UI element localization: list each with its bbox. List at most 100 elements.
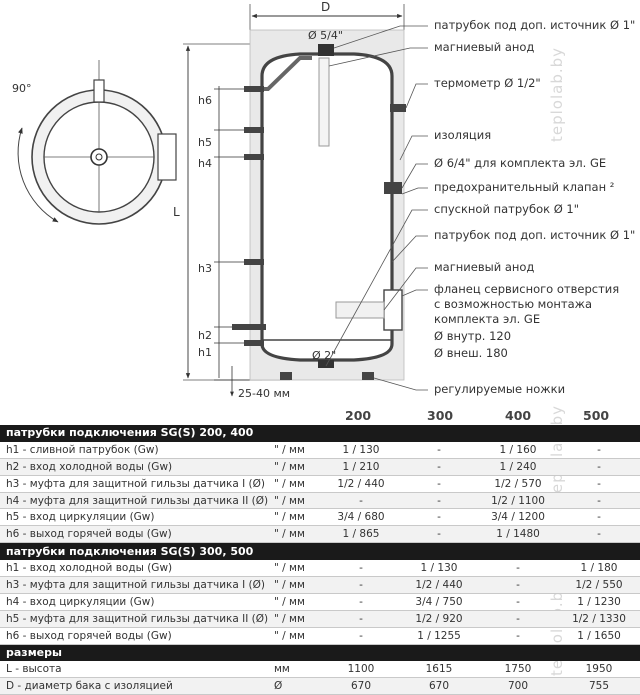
callout-flange-line2: с возможностью монтажа xyxy=(434,297,593,311)
top-nozzle xyxy=(318,44,334,56)
row-value: - xyxy=(478,559,558,578)
row-value: 1/2 / 440 xyxy=(322,475,400,493)
bottom-nozzle xyxy=(318,360,334,368)
table-row: h3 - муфта для защитной гильзы датчика I… xyxy=(0,576,640,594)
callout-safety-valve: предохранительный клапан ² xyxy=(434,180,615,194)
row-value: - xyxy=(400,508,478,527)
row-value: 1/2 / 440 xyxy=(400,576,478,594)
top-nozzle-label: Ø 5/4" xyxy=(308,29,343,42)
row-unit: " / мм xyxy=(272,475,322,493)
row-value: 1100 xyxy=(322,660,400,679)
row-value: 1 / 130 xyxy=(322,441,400,459)
row-value: - xyxy=(478,576,558,594)
row-value: 1/2 / 1330 xyxy=(558,610,640,628)
row-value: - xyxy=(478,627,558,645)
table-row: h4 - вход циркуляции (Gw)" / мм-3/4 / 75… xyxy=(0,593,640,611)
callout-heating-element: Ø 6/4" для комплекта эл. GE xyxy=(434,156,607,170)
row-value: 670 xyxy=(322,677,400,695)
row-unit: " / мм xyxy=(272,458,322,476)
row-value: - xyxy=(322,593,400,611)
row-value: - xyxy=(558,475,640,493)
callout-anode-bottom: магниевый анод xyxy=(434,260,535,274)
row-unit: " / мм xyxy=(272,559,322,578)
height-label-h1: h1 xyxy=(198,346,212,359)
row-value: 1/2 / 1100 xyxy=(478,492,558,510)
row-label: h6 - выход горячей воды (Gw) xyxy=(0,627,272,645)
row-value: 1 / 865 xyxy=(322,525,400,544)
callout-flange-line1: фланец сервисного отверстия xyxy=(434,282,620,296)
row-label: L - высота xyxy=(0,660,272,679)
row-value: - xyxy=(400,525,478,544)
row-value: 1 / 1230 xyxy=(558,593,640,611)
section-title: патрубки подключения SG(S) 300, 500 xyxy=(0,542,640,561)
top-view-flange xyxy=(157,133,177,181)
magnesium-anode-top xyxy=(318,57,330,147)
height-label-h5: h5 xyxy=(198,136,212,149)
row-value: - xyxy=(322,576,400,594)
row-value: - xyxy=(558,441,640,459)
row-value: - xyxy=(400,492,478,510)
column-200: 200 xyxy=(345,408,372,423)
row-value: 1 / 210 xyxy=(322,458,400,476)
dimension-l-label: L xyxy=(173,205,180,219)
row-value: - xyxy=(400,441,478,459)
table-row: h6 - выход горячей воды (Gw)" / мм -1 / 1… xyxy=(0,627,640,645)
column-300: 300 xyxy=(427,408,454,423)
table-row: h1 - вход холодной воды (Gw)" / мм-1 / 1… xyxy=(0,559,640,578)
row-value: - xyxy=(400,458,478,476)
callout-anode-top: магниевый анод xyxy=(434,40,535,54)
watermark-upper: teplolab.by xyxy=(548,46,566,142)
row-value: 1/2 / 570 xyxy=(478,475,558,493)
callout-flange-inner: Ø внутр. 120 xyxy=(434,329,512,343)
callout-flange-line3: комплекта эл. GE xyxy=(434,312,541,326)
row-label: D - диаметр бака с изоляцией xyxy=(0,677,272,695)
row-value: 1 / 1480 xyxy=(478,525,558,544)
row-value: 1 / 1255 xyxy=(400,627,478,645)
row-label: h1 - вход холодной воды (Gw) xyxy=(0,559,272,578)
callout-insulation: изоляция xyxy=(434,128,492,142)
row-value: 3/4 / 750 xyxy=(400,593,478,611)
tank-side-view xyxy=(232,29,406,381)
row-label: h3 - муфта для защитной гильзы датчика I… xyxy=(0,475,272,493)
row-unit: Ø xyxy=(272,677,322,695)
bottom-nozzle-label: Ø 2" xyxy=(312,349,337,362)
row-label: h2 - вход холодной воды (Gw) xyxy=(0,458,272,476)
row-value: 1950 xyxy=(558,660,640,679)
section-header: патрубки подключения SG(S) 300, 500 xyxy=(0,542,640,561)
height-label-h4: h4 xyxy=(198,157,212,170)
rotation-arc xyxy=(17,127,59,223)
callout-leaders xyxy=(325,25,428,391)
top-view-nozzle xyxy=(93,79,105,103)
service-flange xyxy=(383,289,403,331)
row-value: 1/2 / 550 xyxy=(558,576,640,594)
callout-thermometer: термометр Ø 1/2" xyxy=(434,76,541,90)
row-unit: " / мм xyxy=(272,627,322,645)
section-title: размеры xyxy=(0,644,640,662)
section-header: патрубки подключения SG(S) 200, 400 xyxy=(0,425,640,442)
row-unit: мм xyxy=(272,660,322,679)
row-value: 700 xyxy=(478,677,558,695)
column-400: 400 xyxy=(505,408,532,423)
row-value: - xyxy=(478,610,558,628)
tank-vessel xyxy=(260,52,394,362)
column-500: 500 xyxy=(583,408,610,423)
row-unit: " / мм xyxy=(272,441,322,459)
section-title: патрубки подключения SG(S) 200, 400 xyxy=(0,425,640,442)
row-value: - xyxy=(322,559,400,578)
height-label-h2: h2 xyxy=(198,329,212,342)
row-unit: " / мм xyxy=(272,576,322,594)
row-unit: " / мм xyxy=(272,492,322,510)
row-label: h5 - вход циркуляции (Gw) xyxy=(0,508,272,527)
callout-drain: спускной патрубок Ø 1" xyxy=(434,202,580,216)
cold-water-inlet xyxy=(232,324,266,330)
heating-element-socket xyxy=(384,182,402,194)
row-unit: " / мм xyxy=(272,593,322,611)
row-value: - xyxy=(558,525,640,544)
row-value: 1/2 / 920 xyxy=(400,610,478,628)
